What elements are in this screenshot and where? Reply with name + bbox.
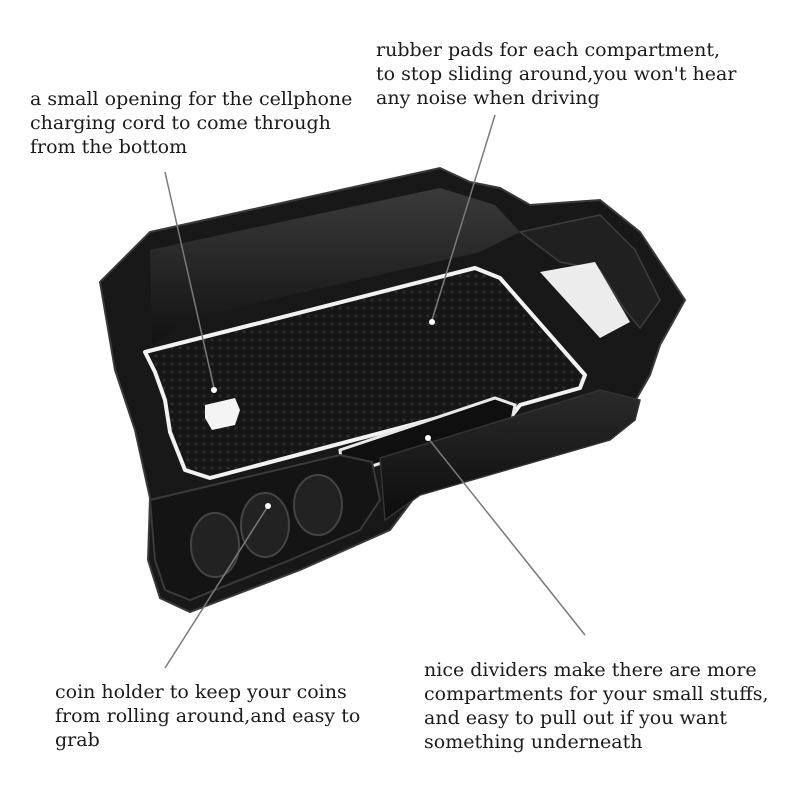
pointer-pads bbox=[431, 114, 496, 321]
cord-opening bbox=[205, 398, 240, 430]
annotation-rubber-pads: rubber pads for each compartment, to sto… bbox=[376, 39, 737, 109]
tray-back-wall bbox=[150, 188, 520, 345]
annotation-dividers: nice dividers make there are more compar… bbox=[424, 659, 769, 753]
pointer-opening bbox=[164, 171, 215, 389]
tray-front-wall bbox=[379, 389, 641, 522]
right-compartment bbox=[518, 214, 661, 330]
pointer-dividers bbox=[427, 437, 586, 636]
annotation-charging-opening: a small opening for the cellphone chargi… bbox=[30, 88, 353, 158]
annotation-coin-holder: coin holder to keep your coins from roll… bbox=[55, 681, 361, 751]
pointer-coin bbox=[164, 505, 269, 669]
